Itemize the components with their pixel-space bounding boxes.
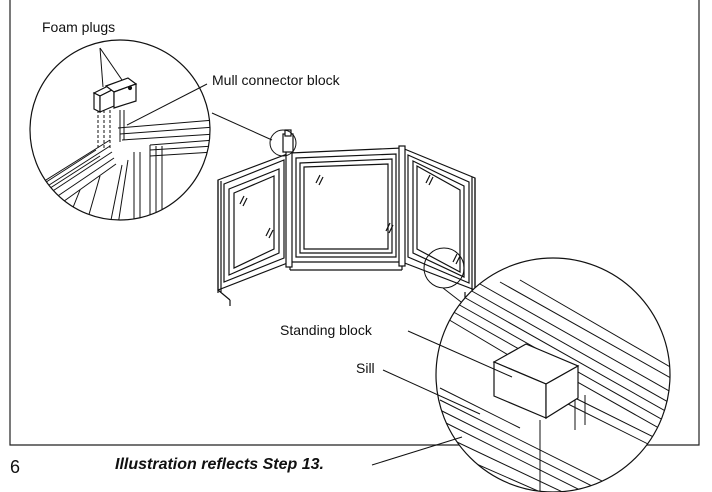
left-flanker-window (217, 152, 291, 306)
page-frame (9, 0, 700, 446)
sill-detail-marker (423, 247, 465, 289)
right-flanker-window (401, 147, 476, 304)
foam-plugs-leader (99, 47, 104, 88)
mull-detail-marker (269, 129, 297, 157)
sill-label: Sill (356, 360, 375, 376)
mull-detail-leader (211, 112, 273, 141)
standing-block-detail (435, 257, 671, 492)
page-number: 6 (10, 457, 21, 477)
caption-leader (371, 436, 463, 466)
foam-plugs-leader-2 (99, 47, 123, 81)
illustration-caption: Illustration reflects Step 13. (115, 456, 324, 473)
center-window (289, 147, 403, 271)
standing-block-leader (407, 330, 513, 378)
bay-window (217, 129, 476, 306)
foam-plugs-label: Foam plugs (42, 19, 116, 35)
mull-connector-leader (126, 83, 208, 126)
mull-connector-block-label: Mull connector block (212, 72, 340, 88)
mull-connector-detail (29, 39, 211, 221)
sill-leader (382, 369, 481, 415)
standing-block-label: Standing block (280, 322, 372, 338)
